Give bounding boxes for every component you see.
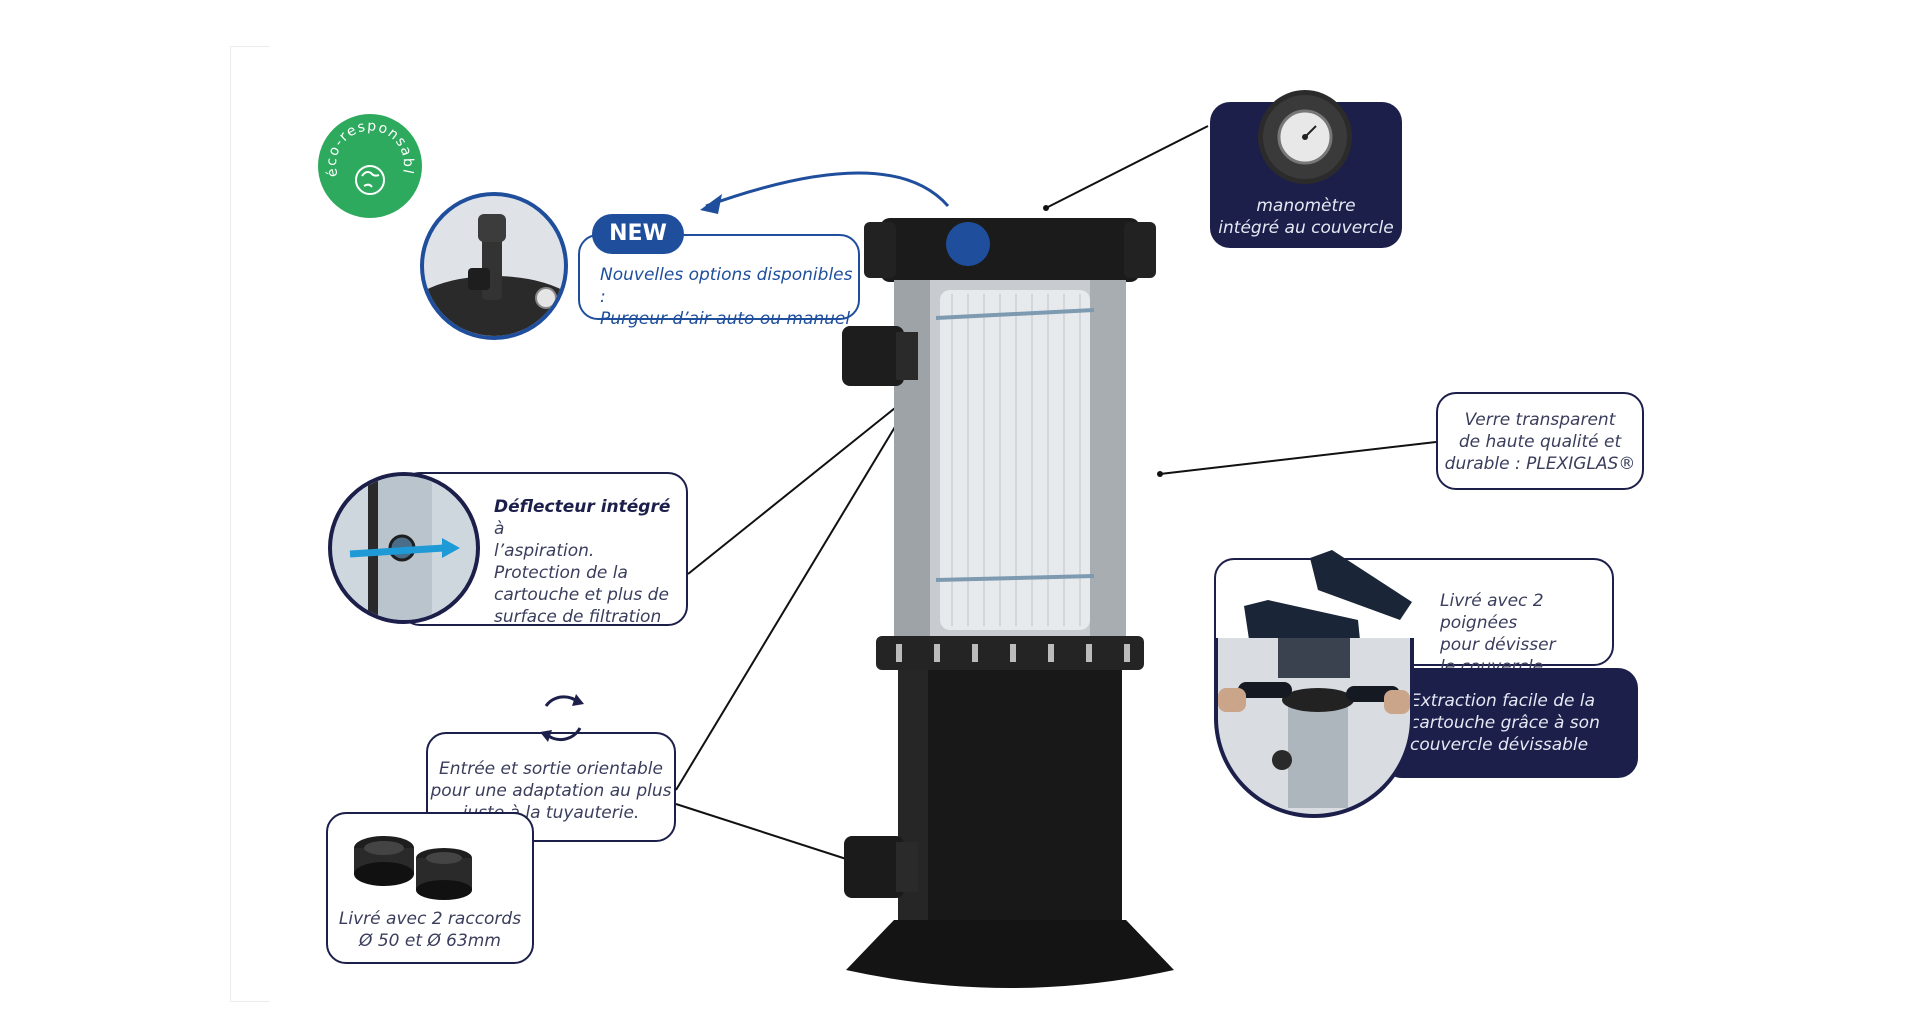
fittings-image	[354, 836, 472, 900]
orientable-leader-top	[675, 411, 905, 791]
deflector-thumbnail	[328, 472, 480, 624]
extraction-thumbnail	[1214, 638, 1414, 818]
manometer-line1: manomètre	[1256, 196, 1356, 216]
new-badge: NEW	[592, 214, 684, 254]
eco-responsable-badge: éco-responsable	[313, 102, 422, 218]
cartridge-filter-image	[842, 218, 1174, 988]
handles-image	[1244, 550, 1412, 646]
frame-top-line	[230, 46, 270, 47]
glass-line1: Verre transparent	[1464, 410, 1616, 430]
rotate-icon	[540, 694, 584, 742]
extraction-card: Extraction facile de la cartouche grâce …	[1382, 668, 1638, 778]
new-option-arrowhead	[700, 194, 722, 214]
glass-line2: de haute qualité et	[1458, 432, 1622, 452]
manometer-line2: intégré au couvercle	[1218, 218, 1394, 238]
deflector-line5: surface de filtration	[494, 607, 662, 627]
orientable-line2: pour une adaptation au plus	[430, 781, 672, 801]
orientable-line1: Entrée et sortie orientable	[439, 759, 663, 779]
deflector-line4: cartouche et plus de	[494, 585, 669, 605]
glass-leader	[1159, 441, 1437, 475]
new-option-line2: Purgeur d’air auto ou manuel	[600, 309, 851, 329]
deflector-line2: l’aspiration.	[494, 541, 595, 561]
manometer-thumbnail	[1258, 90, 1352, 184]
deflector-leader	[687, 403, 901, 575]
frame-left-line	[230, 46, 231, 1002]
deflector-rest1: à	[494, 519, 505, 539]
fittings-line2: Ø 50 et Ø 63mm	[359, 931, 501, 951]
orientable-leader-bottom	[675, 803, 869, 867]
new-option-line1: Nouvelles options disponibles :	[600, 265, 853, 307]
air-purge-marker	[946, 222, 990, 266]
frame-bottom-line	[230, 1001, 270, 1002]
extraction-line3: couvercle dévissable	[1410, 735, 1589, 755]
handles-line1: Livré avec 2 poignées	[1440, 591, 1544, 633]
deflector-bold: Déflecteur intégré	[494, 497, 671, 517]
fittings-line1: Livré avec 2 raccords	[338, 909, 522, 929]
manometer-leader	[1045, 125, 1209, 209]
extraction-line2: cartouche grâce à son	[1410, 713, 1600, 733]
handles-line2: pour dévisser	[1440, 635, 1556, 655]
glass-line3: durable : PLEXIGLAS®	[1444, 454, 1636, 474]
extraction-line1: Extraction facile de la	[1410, 691, 1596, 711]
new-option-arrow	[705, 171, 950, 208]
plexiglas-card: Verre transparent de haute qualité et du…	[1436, 392, 1644, 490]
air-purge-thumbnail	[420, 192, 568, 340]
fittings-card: Livré avec 2 raccords Ø 50 et Ø 63mm	[326, 812, 534, 964]
deflector-line3: Protection de la	[494, 563, 628, 583]
